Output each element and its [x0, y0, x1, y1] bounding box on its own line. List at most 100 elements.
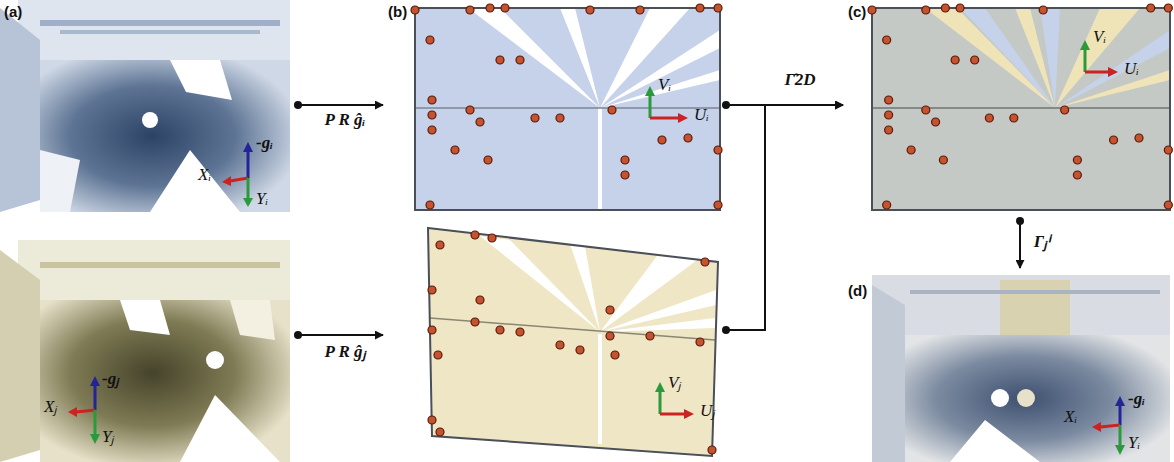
axis-triad: [243, 198, 253, 207]
corner-point: [1135, 134, 1143, 142]
point-cloud-scan: [60, 30, 260, 34]
axis-triad: [684, 409, 694, 419]
corner-point: [471, 318, 479, 326]
corner-point: [466, 106, 474, 114]
corner-point: [428, 111, 436, 119]
axis-label: Vⱼ: [668, 374, 681, 392]
floor-plan-projection: [600, 290, 716, 332]
corner-point: [1164, 4, 1172, 12]
corner-point: [556, 114, 564, 122]
floor-plan-projection: [428, 228, 718, 456]
corner-point: [696, 4, 704, 12]
registered-point-cloud: [1017, 389, 1035, 407]
corner-point: [486, 4, 494, 12]
axis-label: -gᵢ: [1128, 390, 1145, 408]
axis-triad: [659, 390, 662, 414]
registered-point-cloud: [991, 389, 1009, 407]
floor-plan-projection: [428, 228, 718, 456]
corner-point: [1010, 114, 1018, 122]
axis-triad: [94, 410, 97, 436]
axis-triad: [68, 40, 1125, 455]
corner-point: [708, 446, 716, 454]
corner-point: [1164, 146, 1172, 154]
floor-plan-projection: [415, 107, 720, 109]
axis-label: Xᵢ: [198, 166, 211, 184]
corner-point: [434, 351, 442, 359]
corner-point: [956, 4, 964, 12]
floor-plan-projection: [560, 8, 600, 108]
aligned-floor-plan: [872, 8, 1170, 210]
connector-dot: [294, 331, 302, 339]
corner-point: [428, 286, 436, 294]
connector-dot: [1016, 217, 1024, 225]
aligned-floor-plan: [1055, 70, 1170, 108]
figure-panel: (c)VᵢUᵢ: [845, 0, 1170, 215]
corner-point: [484, 156, 492, 164]
axis-triad: [230, 178, 248, 181]
corner-point: [428, 326, 436, 334]
corner-point: [1073, 171, 1081, 179]
axis-triad: [222, 176, 231, 186]
transform-label: P R ĝᵢ: [323, 111, 368, 130]
corner-point: [496, 326, 504, 334]
axis-triad: [247, 178, 250, 200]
corner-point: [436, 428, 444, 436]
point-cloud-scan: [150, 150, 240, 212]
point-cloud-scan: [0, 250, 40, 462]
corner-point: [939, 156, 947, 164]
transform-arrow: [298, 334, 383, 336]
axis-triad: [247, 150, 250, 178]
floor-plan-projection: [415, 8, 720, 210]
corner-point: [684, 134, 692, 142]
corner-point: [868, 6, 876, 14]
axis-triad: [645, 86, 655, 96]
floor-plan-projection: [600, 30, 720, 108]
figure-panel: (b)VᵢUᵢ: [385, 0, 720, 215]
corner-point: [411, 6, 419, 14]
corner-point: [1039, 6, 1047, 14]
corner-point: [714, 4, 722, 12]
corner-point: [714, 201, 722, 209]
figure-panel: VⱼUⱼ: [385, 225, 720, 462]
floor-plan-projection: [598, 108, 602, 210]
corner-point: [471, 231, 479, 239]
registered-point-cloud: [872, 275, 1170, 335]
aligned-floor-plan: [872, 107, 1170, 109]
axis-label: Xⱼ: [44, 398, 57, 416]
corner-point: [516, 328, 524, 336]
axis-triad: [1115, 445, 1125, 455]
corner-point: [1110, 136, 1118, 144]
corner-point: [426, 201, 434, 209]
connector-dot: [294, 101, 302, 109]
transform-arrow: [298, 104, 383, 106]
connector-dot: [722, 101, 730, 109]
axis-triad: [94, 384, 97, 410]
point-cloud-scan: [0, 8, 40, 212]
corner-point: [531, 114, 539, 122]
registered-point-cloud: [910, 290, 1160, 294]
floor-plan-projection: [480, 236, 600, 332]
point-cloud-scan: [40, 60, 290, 212]
transform-label: Γ̂2D: [782, 71, 817, 90]
point-cloud-scan: [120, 300, 170, 335]
axis-triad: [660, 413, 686, 416]
floor-plan-projection: [598, 334, 602, 444]
corner-point: [496, 56, 504, 64]
floor-plan-projection: [428, 228, 718, 456]
registered-point-cloud: [1000, 280, 1070, 335]
corner-point: [436, 241, 444, 249]
corner-point: [411, 4, 1172, 454]
corner-point: [466, 6, 474, 14]
floor-plan-projection: [468, 8, 600, 108]
corner-point: [922, 6, 930, 14]
axis-label: Yⱼ: [102, 428, 114, 446]
figure-panel: (d)-gᵢXᵢYᵢ: [845, 270, 1170, 462]
axis-triad: [678, 113, 688, 123]
axis-triad: [1080, 40, 1090, 50]
axis-triad: [68, 407, 77, 417]
corner-point: [932, 118, 940, 126]
axis-triad: [76, 410, 95, 412]
transform-label: P R ĝⱼ: [322, 343, 367, 362]
axis-label: Vᵢ: [1093, 28, 1106, 46]
